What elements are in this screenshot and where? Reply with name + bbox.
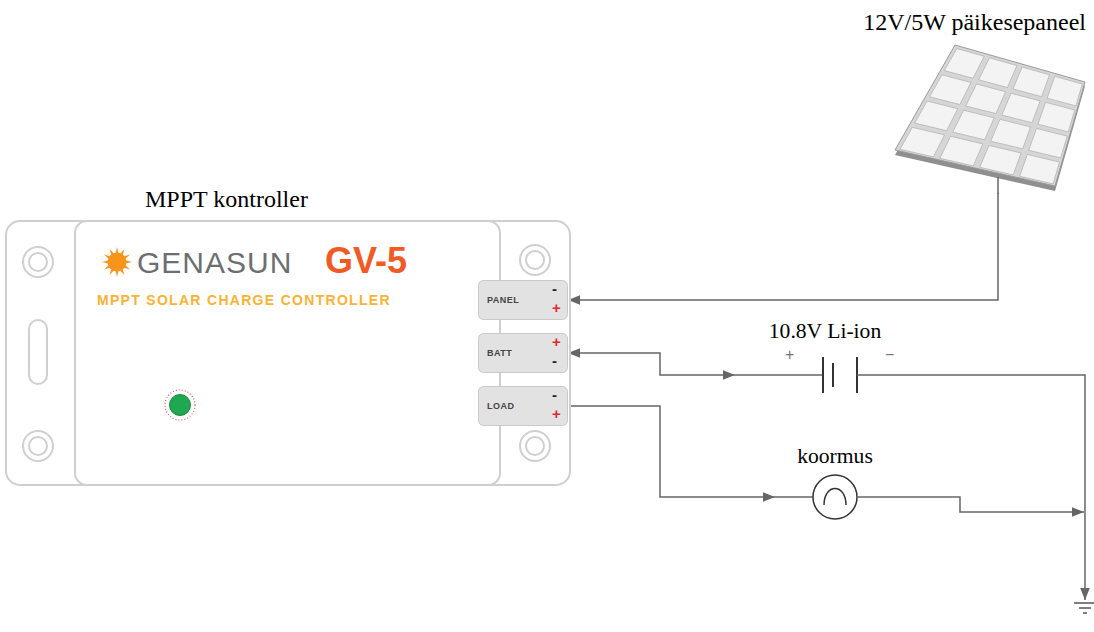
battery-symbol: 10.8V Li-ion + −: [735, 318, 919, 398]
polarity-sign: -: [552, 280, 557, 298]
polarity-sign: -: [552, 386, 557, 404]
ground-wires: [895, 375, 1094, 613]
solar-panel: 12V/5W päikesepaneel: [800, 8, 1088, 193]
battery-ground-wire: [915, 375, 1085, 600]
polarity-sign: +: [552, 405, 561, 423]
polarity-sign: +: [552, 299, 561, 317]
controller-label: MPPT kontroller: [145, 185, 308, 213]
polarity-sign: +: [552, 333, 561, 351]
brand-name: GENASUN: [137, 246, 292, 280]
load-ground-wire: [895, 497, 1084, 512]
wire-connector: [568, 193, 998, 300]
wire-connector: [568, 406, 775, 497]
terminal-block: BATT +-: [478, 333, 568, 373]
connector-layer: [568, 193, 998, 497]
terminal-block: LOAD -+: [478, 386, 568, 426]
terminal-block: PANEL -+: [478, 280, 568, 320]
model-name: GV-5: [325, 241, 407, 281]
charge-controller: MPPT kontrollerGENASUN GV-5MPPT SOLAR CHA…: [5, 185, 573, 487]
terminal-name: LOAD: [487, 400, 515, 412]
polarity-sign: −: [885, 346, 894, 364]
load-lamp: koormus: [775, 443, 899, 523]
terminal-name: PANEL: [487, 294, 519, 306]
solar-panel-outline: [800, 8, 1088, 194]
polarity-sign: +: [785, 346, 794, 364]
panel-label: 12V/5W päikesepaneel: [863, 8, 1086, 36]
load-label: koormus: [775, 443, 895, 469]
ground-symbol: [1074, 603, 1094, 613]
polarity-sign: -: [552, 352, 557, 370]
wire-connector: [568, 353, 735, 375]
battery-label: 10.8V Li-ion: [735, 318, 915, 344]
terminal-name: BATT: [487, 347, 512, 359]
product-tagline: MPPT SOLAR CHARGE CONTROLLER: [97, 291, 391, 309]
